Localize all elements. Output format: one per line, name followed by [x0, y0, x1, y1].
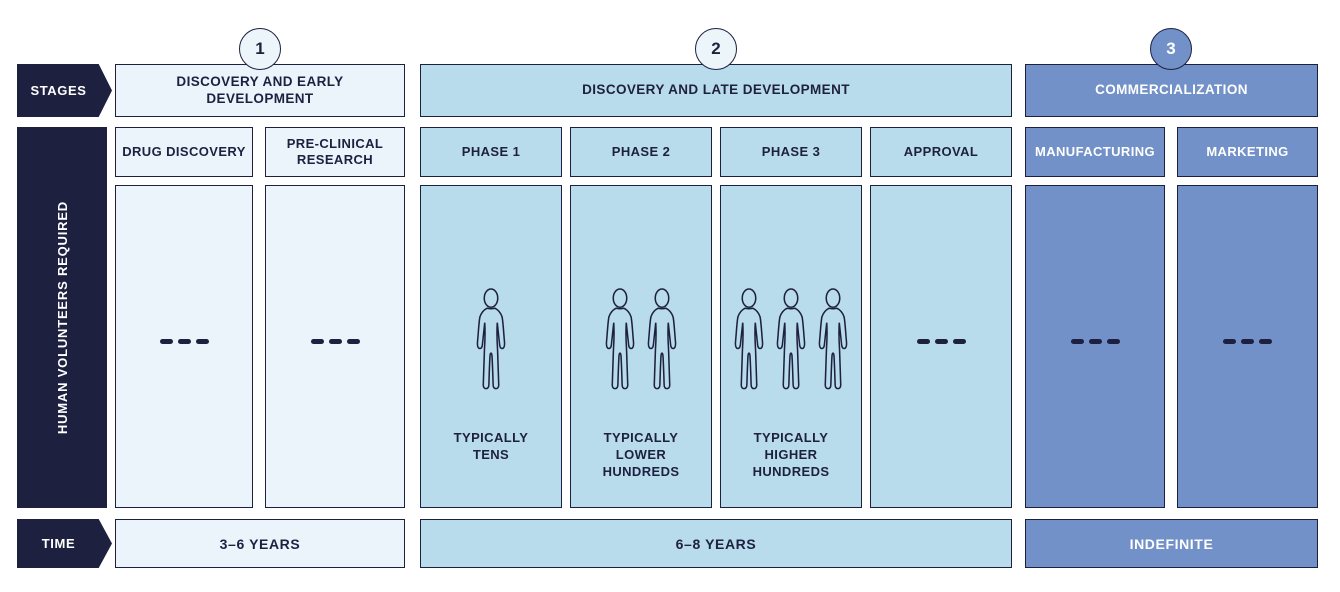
stage-1-number: 1	[255, 39, 265, 58]
stage-3-title: COMMERCIALIZATION	[1095, 82, 1248, 98]
volunteers-box-phase-2: TYPICALLY LOWER HUNDREDS	[570, 185, 712, 508]
column-header-approval: APPROVAL	[870, 127, 1012, 177]
person-icon	[734, 288, 764, 390]
time-box-stage-1: 3–6 YEARS	[115, 519, 405, 568]
volunteer-count-label: TYPICALLY LOWER HUNDREDS	[602, 430, 680, 479]
column-label: PHASE 2	[611, 143, 671, 159]
human-volunteers-label: HUMAN VOLUNTEERS REQUIRED	[54, 200, 70, 435]
dash	[1223, 338, 1236, 344]
column-label: DRUG DISCOVERY	[122, 143, 246, 159]
ellipsis-dashes-icon	[159, 338, 209, 344]
volunteers-box-drug-discovery	[115, 185, 253, 508]
dash	[1259, 338, 1272, 344]
stage-3-number: 3	[1166, 39, 1176, 58]
column-header-phase-2: PHASE 2	[570, 127, 712, 177]
time-box-stage-3: INDEFINITE	[1025, 519, 1318, 568]
ellipsis-dashes-icon	[310, 338, 360, 344]
dash	[934, 338, 948, 344]
column-label: MANUFACTURING	[1034, 143, 1156, 159]
stage-2-title: DISCOVERY AND LATE DEVELOPMENT	[582, 82, 850, 98]
column-label: APPROVAL	[903, 143, 979, 159]
column-label: PHASE 1	[461, 143, 521, 159]
stage-number-badge-1: 1	[239, 28, 281, 70]
column-label: MARKETING	[1206, 143, 1289, 159]
stage-1-title: DISCOVERY AND EARLY DEVELOPMENT	[176, 73, 344, 106]
volunteer-count-label: TYPICALLY TENS	[453, 430, 529, 462]
dash	[1088, 338, 1102, 344]
stage-2-header: DISCOVERY AND LATE DEVELOPMENT	[420, 64, 1012, 117]
ellipsis-dashes-icon	[1223, 338, 1272, 344]
volunteers-box-phase-1: TYPICALLY TENS	[420, 185, 562, 508]
person-icon-group	[471, 286, 511, 396]
volunteers-box-manufacturing	[1025, 185, 1165, 508]
dash	[310, 338, 324, 344]
dash	[195, 338, 209, 344]
dash	[177, 338, 191, 344]
volunteers-box-approval	[870, 185, 1012, 508]
dash	[952, 338, 966, 344]
dash	[346, 338, 360, 344]
person-icon	[818, 288, 848, 390]
column-header-drug-discovery: DRUG DISCOVERY	[115, 127, 253, 177]
ellipsis-dashes-icon	[916, 338, 966, 344]
stage-2-number: 2	[711, 39, 721, 58]
column-label: PRE-CLINICAL RESEARCH	[286, 135, 384, 167]
rail-label-time: TIME	[17, 519, 112, 568]
volunteers-box-phase-3: TYPICALLY HIGHER HUNDREDS	[720, 185, 862, 508]
person-icon-group	[729, 286, 853, 396]
time-value: 6–8 YEARS	[675, 535, 757, 552]
volunteers-box-pre-clinical-research	[265, 185, 405, 508]
ellipsis-dashes-icon	[1070, 338, 1120, 344]
dash	[159, 338, 173, 344]
person-icon-group	[600, 286, 682, 396]
stage-number-badge-2: 2	[695, 28, 737, 70]
column-header-phase-1: PHASE 1	[420, 127, 562, 177]
dash	[916, 338, 930, 344]
rail-label-human-volunteers: HUMAN VOLUNTEERS REQUIRED	[17, 127, 107, 508]
column-label: PHASE 3	[761, 143, 821, 159]
stage-number-badge-3: 3	[1150, 28, 1192, 70]
rail-label-stages: STAGES	[17, 64, 112, 117]
column-header-marketing: MARKETING	[1177, 127, 1318, 177]
column-header-pre-clinical-research: PRE-CLINICAL RESEARCH	[265, 127, 405, 177]
person-icon	[776, 288, 806, 390]
stages-label: STAGES	[30, 83, 87, 98]
volunteers-box-marketing	[1177, 185, 1318, 508]
stage-3-header: COMMERCIALIZATION	[1025, 64, 1318, 117]
column-header-manufacturing: MANUFACTURING	[1025, 127, 1165, 177]
dash	[1070, 338, 1084, 344]
column-header-phase-3: PHASE 3	[720, 127, 862, 177]
time-box-stage-2: 6–8 YEARS	[420, 519, 1012, 568]
dash	[1241, 338, 1254, 344]
dash	[1106, 338, 1120, 344]
time-label: TIME	[41, 536, 76, 551]
person-icon	[647, 288, 677, 390]
person-icon	[476, 288, 506, 390]
time-value: INDEFINITE	[1129, 535, 1214, 552]
stage-1-header: DISCOVERY AND EARLY DEVELOPMENT	[115, 64, 405, 117]
time-value: 3–6 YEARS	[219, 535, 301, 552]
person-icon	[605, 288, 635, 390]
dash	[328, 338, 342, 344]
volunteer-count-label: TYPICALLY HIGHER HUNDREDS	[752, 430, 830, 479]
